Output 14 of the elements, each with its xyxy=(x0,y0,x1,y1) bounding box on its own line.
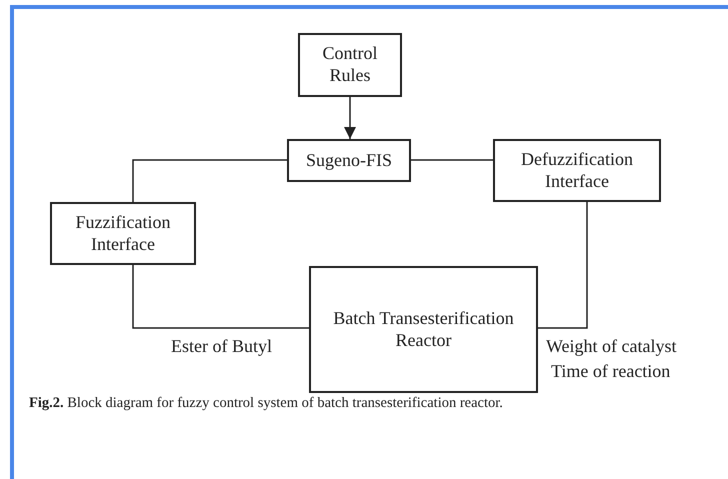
process-box: Sugeno-FIS xyxy=(287,139,411,182)
connector-line xyxy=(538,202,588,329)
arrow xyxy=(344,97,356,139)
signal-label: Weight of catalyst xyxy=(546,336,677,357)
process-box: Fuzzification Interface xyxy=(50,202,196,265)
signal-label: Time of reaction xyxy=(551,361,670,382)
process-box: Control Rules xyxy=(298,33,402,97)
connector-line xyxy=(132,159,287,202)
connector-line xyxy=(411,159,493,161)
process-box: Batch Transesterification Reactor xyxy=(309,266,538,393)
figure-caption: Fig.2. Block diagram for fuzzy control system of batch transesterification reactor. xyxy=(29,395,503,412)
signal-label: Ester of Butyl xyxy=(171,336,272,357)
process-box: Defuzzification Interface xyxy=(493,139,661,202)
connector-line xyxy=(132,265,309,329)
